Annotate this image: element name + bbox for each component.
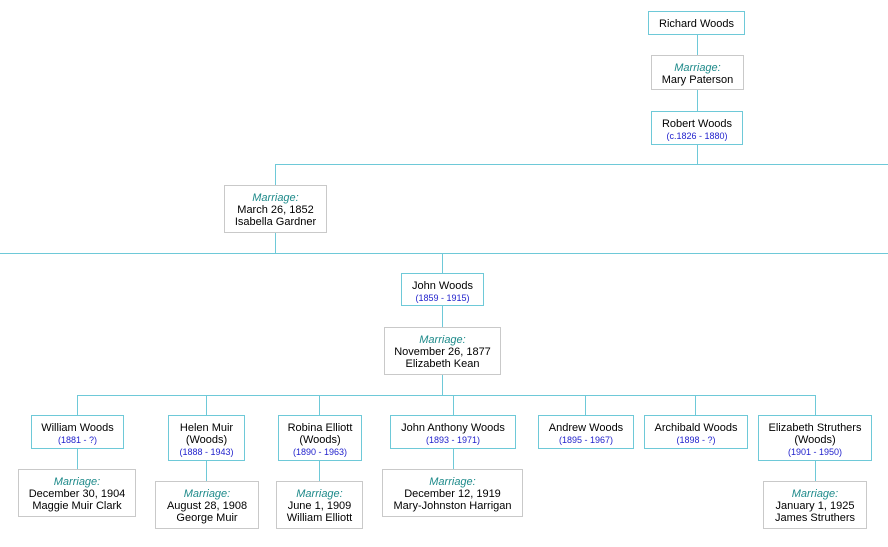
marriage-label: Marriage: [791,488,839,500]
person-name: Archibald Woods [654,422,738,434]
marriage-label: Marriage: [419,334,466,346]
connector [275,164,888,165]
marriage-card[interactable]: Marriage: March 26, 1852 Isabella Gardne… [224,185,327,233]
life-dates: (1901 - 1950) [787,447,843,457]
spouse-name: George Muir [176,512,238,524]
life-dates: (1895 - 1967) [558,435,614,445]
connector [442,374,443,395]
connector [585,395,586,415]
marriage-date: December 12, 1919 [404,488,501,500]
marriage-label: Marriage: [429,476,476,488]
person-card-john-anthony-woods[interactable]: John Anthony Woods (1893 - 1971) [390,415,516,449]
person-card-andrew-woods[interactable]: Andrew Woods (1895 - 1967) [538,415,634,449]
connector [442,305,443,327]
marriage-label: Marriage: [296,488,343,500]
spouse-name: James Struthers [774,512,856,524]
connector [319,395,320,415]
connector [77,448,78,469]
person-name: Robina Elliott [287,422,353,434]
life-dates: (1898 - ?) [676,435,716,445]
marriage-card[interactable]: Marriage: Mary Paterson [651,55,744,90]
person-card-john-woods[interactable]: John Woods (1859 - 1915) [401,273,484,306]
person-name: Elizabeth Struthers [768,422,862,434]
connector [77,395,815,396]
spouse-name: Elizabeth Kean [405,358,480,370]
spouse-name: Mary Paterson [661,74,734,86]
life-dates: (1881 - ?) [57,435,98,445]
person-name-maiden: (Woods) [794,434,836,446]
spouse-name: Mary-Johnston Harrigan [393,500,512,512]
marriage-date: March 26, 1852 [237,204,314,216]
connector [206,395,207,415]
marriage-card[interactable]: Marriage: January 1, 1925 James Struther… [763,481,867,529]
connector [815,395,816,415]
connector [697,144,698,164]
marriage-label: Marriage: [674,62,721,74]
connector [695,395,696,415]
connector [275,164,276,185]
connector [206,460,207,481]
person-card-robert-woods[interactable]: Robert Woods (c.1826 - 1880) [651,111,743,145]
life-dates: (c.1826 - 1880) [666,131,728,141]
person-name-maiden: (Woods) [185,434,228,446]
connector [275,232,276,253]
marriage-date: November 26, 1877 [394,346,491,358]
connector [453,448,454,469]
person-card-richard-woods[interactable]: Richard Woods [648,11,745,35]
marriage-card[interactable]: Marriage: June 1, 1909 William Elliott [276,481,363,529]
connector [0,253,888,254]
marriage-date: June 1, 1909 [287,500,352,512]
spouse-name: Isabella Gardner [234,216,317,228]
person-card-elizabeth-struthers[interactable]: Elizabeth Struthers (Woods) (1901 - 1950… [758,415,872,461]
marriage-label: Marriage: [252,192,299,204]
marriage-card[interactable]: Marriage: December 30, 1904 Maggie Muir … [18,469,136,517]
marriage-card[interactable]: Marriage: August 28, 1908 George Muir [155,481,259,529]
spouse-name: Maggie Muir Clark [32,500,122,512]
spouse-name: William Elliott [286,512,353,524]
connector [442,253,443,273]
life-dates: (1859 - 1915) [415,293,470,303]
marriage-card[interactable]: Marriage: December 12, 1919 Mary-Johnsto… [382,469,523,517]
person-card-archibald-woods[interactable]: Archibald Woods (1898 - ?) [644,415,748,449]
connector [697,34,698,56]
marriage-date: August 28, 1908 [166,500,248,512]
marriage-card[interactable]: Marriage: November 26, 1877 Elizabeth Ke… [384,327,501,375]
life-dates: (1888 - 1943) [179,447,234,457]
person-name: Andrew Woods [548,422,624,434]
person-card-william-woods[interactable]: William Woods (1881 - ?) [31,415,124,449]
marriage-date: December 30, 1904 [28,488,126,500]
person-card-robina-elliott[interactable]: Robina Elliott (Woods) (1890 - 1963) [278,415,362,461]
connector [453,395,454,415]
connector [815,460,816,481]
person-name: Robert Woods [661,118,733,130]
connector [697,89,698,111]
marriage-date: January 1, 1925 [775,500,855,512]
person-name: William Woods [41,422,114,434]
person-name: John Woods [412,280,473,292]
marriage-label: Marriage: [53,476,101,488]
connector [319,460,320,481]
person-name: Helen Muir [179,422,234,434]
person-card-helen-muir[interactable]: Helen Muir (Woods) (1888 - 1943) [168,415,245,461]
marriage-label: Marriage: [183,488,231,500]
person-name: Richard Woods [659,18,734,30]
life-dates: (1893 - 1971) [425,435,481,445]
life-dates: (1890 - 1963) [292,447,348,457]
connector [77,395,78,415]
person-name-maiden: (Woods) [299,434,341,446]
person-name: John Anthony Woods [401,422,505,434]
